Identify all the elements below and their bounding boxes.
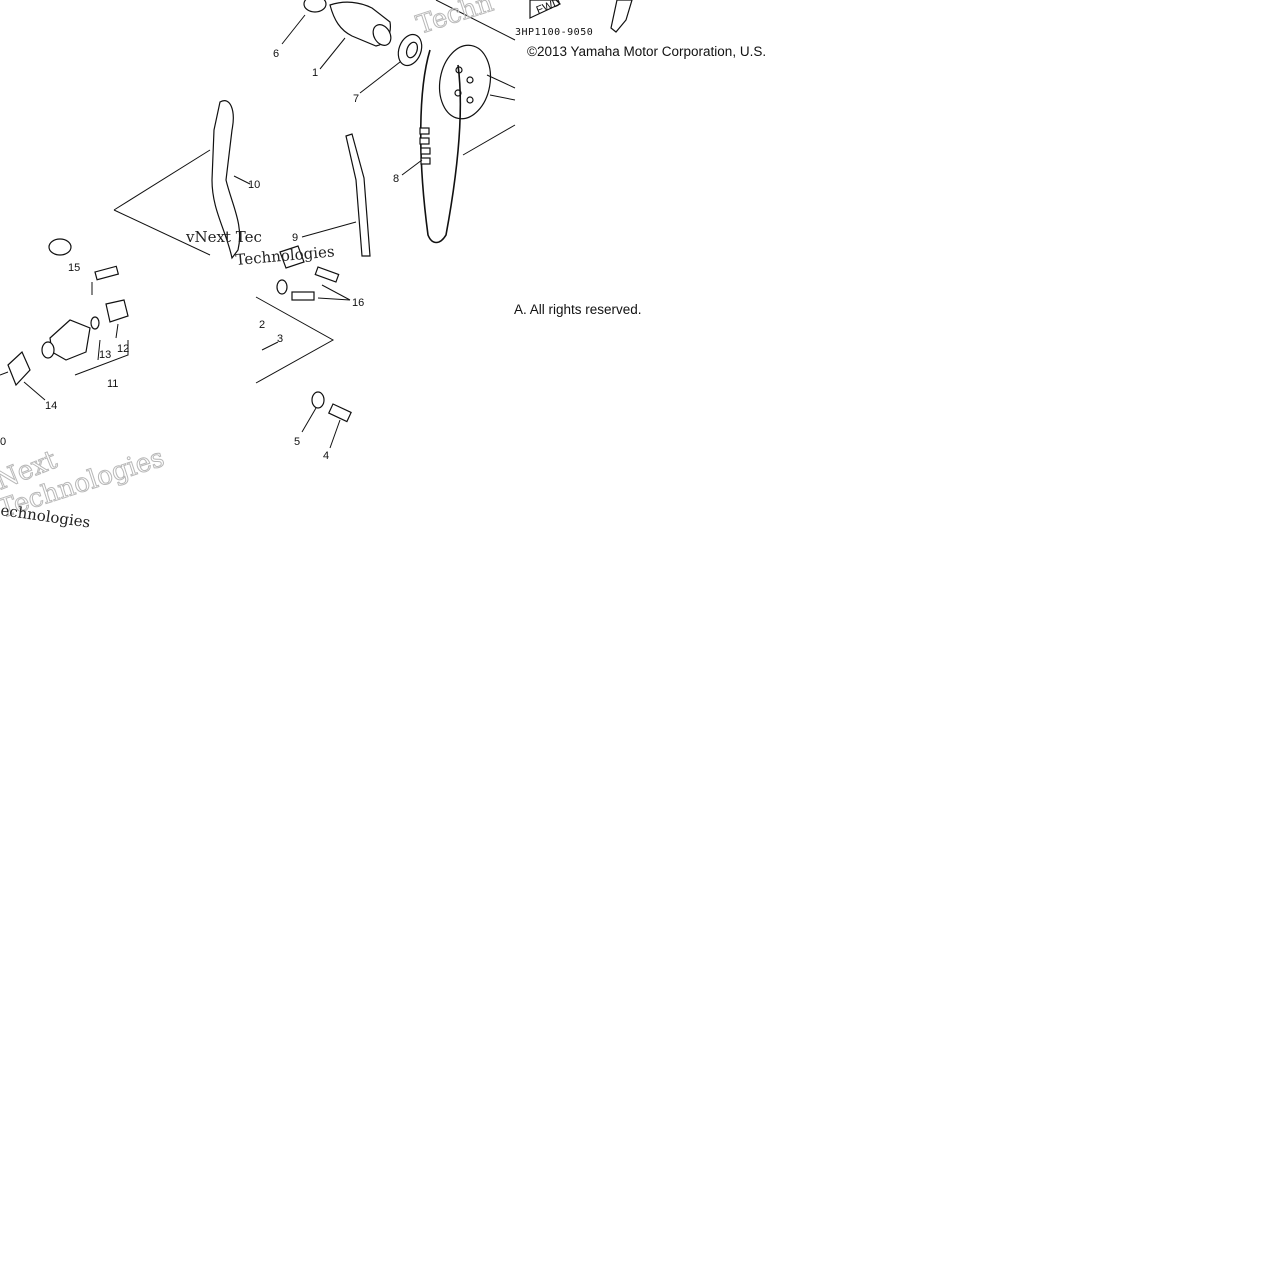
callout-10b: 0 <box>0 436 6 448</box>
callout-6: 6 <box>273 48 279 60</box>
callout-4: 4 <box>323 450 329 462</box>
upper-guide-fragment <box>610 0 633 33</box>
callout-14: 14 <box>45 400 57 412</box>
gasket <box>0 350 46 401</box>
callout-5: 5 <box>294 436 300 448</box>
callout-10: 10 <box>248 179 260 191</box>
callout-16: 16 <box>352 297 364 309</box>
callout-1: 1 <box>312 67 318 79</box>
watermark-technologies-top: Techn <box>413 0 497 41</box>
callout-7: 7 <box>353 93 359 105</box>
copyright-line-1: ©2013 Yamaha Motor Corporation, U.S. <box>527 44 766 59</box>
callout-13: 13 <box>99 349 111 361</box>
callout-11: 11 <box>107 378 118 390</box>
washer-and-bolt <box>301 391 352 449</box>
timing-chain <box>419 49 462 244</box>
bolts <box>276 245 351 301</box>
copyright-line-2: A. All rights reserved. <box>514 302 642 317</box>
callout-9: 9 <box>292 232 298 244</box>
assembly-outline <box>113 0 516 384</box>
callout-2: 2 <box>259 319 265 331</box>
watermark-vnext-mid: vNext Tec <box>185 228 262 246</box>
tensioner-assembly <box>41 238 129 376</box>
bearing <box>397 33 423 67</box>
callout-3: 3 <box>277 333 283 345</box>
diagram-part-number: 3HP1100-9050 <box>515 27 593 38</box>
fwd-arrow: FWD <box>529 0 562 19</box>
chain-guide-right <box>345 133 371 257</box>
callout-12: 12 <box>117 343 129 355</box>
leader-lines <box>233 14 423 351</box>
callout-8: 8 <box>393 173 399 185</box>
callout-numbers: 1 2 3 4 5 6 7 8 9 10 11 12 13 14 15 16 0 <box>0 48 399 462</box>
callout-15: 15 <box>68 262 80 274</box>
camshaft <box>303 0 392 47</box>
chain-guide-left <box>211 100 241 260</box>
cam-sprocket <box>438 44 516 120</box>
